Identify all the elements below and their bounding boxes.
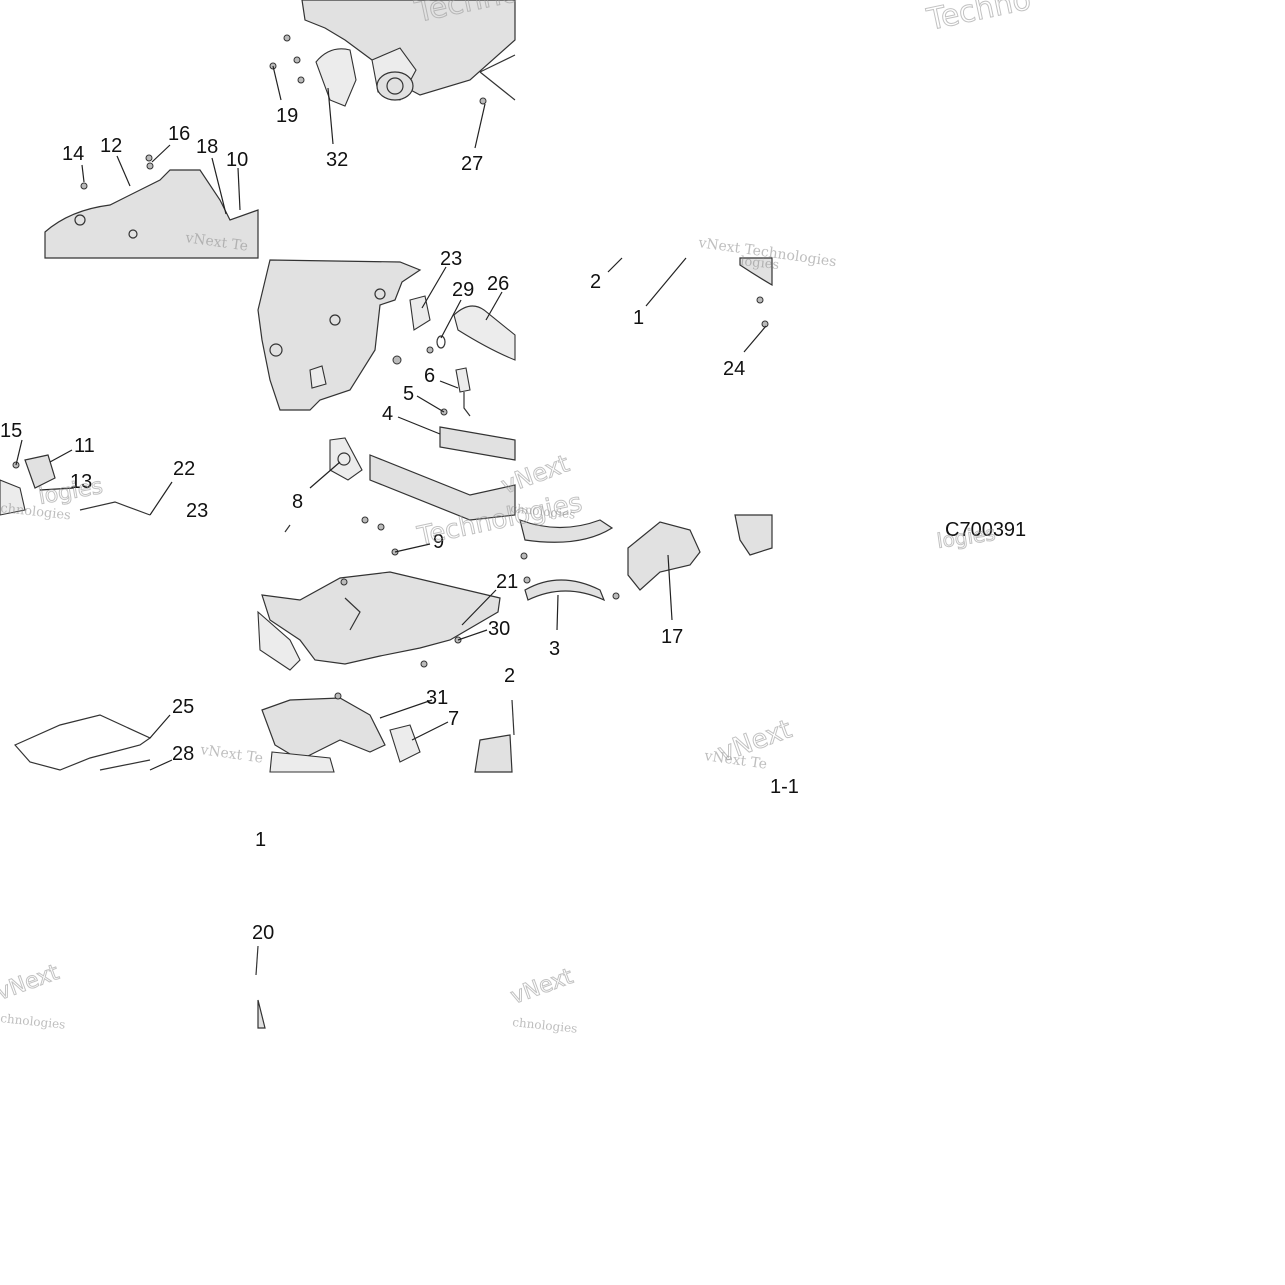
sensor-and-gasket xyxy=(329,305,516,521)
watermark-text: vNext xyxy=(0,960,63,1006)
watermark-text: chnologies xyxy=(0,1011,66,1032)
callout-labels: 19 32 27 14 12 16 18 10 23 29 26 2 1 24 … xyxy=(0,105,745,944)
callout-15: 15 xyxy=(0,420,22,442)
heat-shield-front xyxy=(44,154,259,259)
skid-plate xyxy=(257,516,501,671)
callout-30: 30 xyxy=(488,618,510,640)
callout-2-lower: 2 xyxy=(504,665,515,687)
callout-22: 22 xyxy=(173,458,195,480)
drawing-code: C700391 xyxy=(945,519,1026,541)
callout-14: 14 xyxy=(62,143,84,165)
callout-27: 27 xyxy=(461,153,483,175)
callout-9: 9 xyxy=(433,531,444,553)
callout-32: 32 xyxy=(326,149,348,171)
watermark-text: chnologies xyxy=(0,501,71,523)
callout-20: 20 xyxy=(252,922,274,944)
pipe-and-clamp xyxy=(474,514,773,773)
manifold-shield xyxy=(261,692,421,773)
watermark-text: chnologies xyxy=(510,501,576,522)
callout-4: 4 xyxy=(382,403,393,425)
callout-31: 31 xyxy=(426,687,448,709)
watermark-text: vNext xyxy=(508,964,577,1010)
callout-23: 23 xyxy=(186,500,208,522)
callout-12: 12 xyxy=(100,135,122,157)
left-sensor-cluster xyxy=(0,454,151,516)
center-heat-shield xyxy=(257,259,431,411)
callout-8: 8 xyxy=(292,491,303,513)
watermark-text: logies xyxy=(740,254,780,273)
callout-23-top: 23 xyxy=(440,248,462,270)
watermark-text: chnologies xyxy=(512,1015,578,1036)
callout-28: 28 xyxy=(172,743,194,765)
callout-16: 16 xyxy=(168,123,190,145)
watermarks: Techno Techno vNext Te vNext Technologie… xyxy=(0,0,1034,1036)
callout-5: 5 xyxy=(403,383,414,405)
tailpipe-fragment xyxy=(739,257,773,328)
callout-18: 18 xyxy=(196,136,218,158)
callout-29: 29 xyxy=(452,279,474,301)
callout-17: 17 xyxy=(661,626,683,648)
callout-6: 6 xyxy=(424,365,435,387)
callout-10: 10 xyxy=(226,149,248,171)
callout-21: 21 xyxy=(496,571,518,593)
callout-1: 1 xyxy=(633,307,644,329)
callout-3: 3 xyxy=(549,638,560,660)
page-label: 1-1 xyxy=(770,776,799,798)
callout-2: 2 xyxy=(590,271,601,293)
callout-11: 11 xyxy=(74,435,95,457)
watermark-text: Techno xyxy=(923,0,1034,38)
callout-24: 24 xyxy=(723,358,745,380)
callout-1-lower: 1 xyxy=(255,829,266,851)
callout-26: 26 xyxy=(487,273,509,295)
callout-19: 19 xyxy=(276,105,298,127)
watermark-text: vNext Te xyxy=(198,742,264,767)
callout-25: 25 xyxy=(172,696,194,718)
bottom-fragment xyxy=(255,945,266,1029)
leader-lines xyxy=(15,65,767,771)
callout-7: 7 xyxy=(448,708,459,730)
left-lower-shield xyxy=(14,714,152,771)
callout-13: 13 xyxy=(70,471,92,493)
